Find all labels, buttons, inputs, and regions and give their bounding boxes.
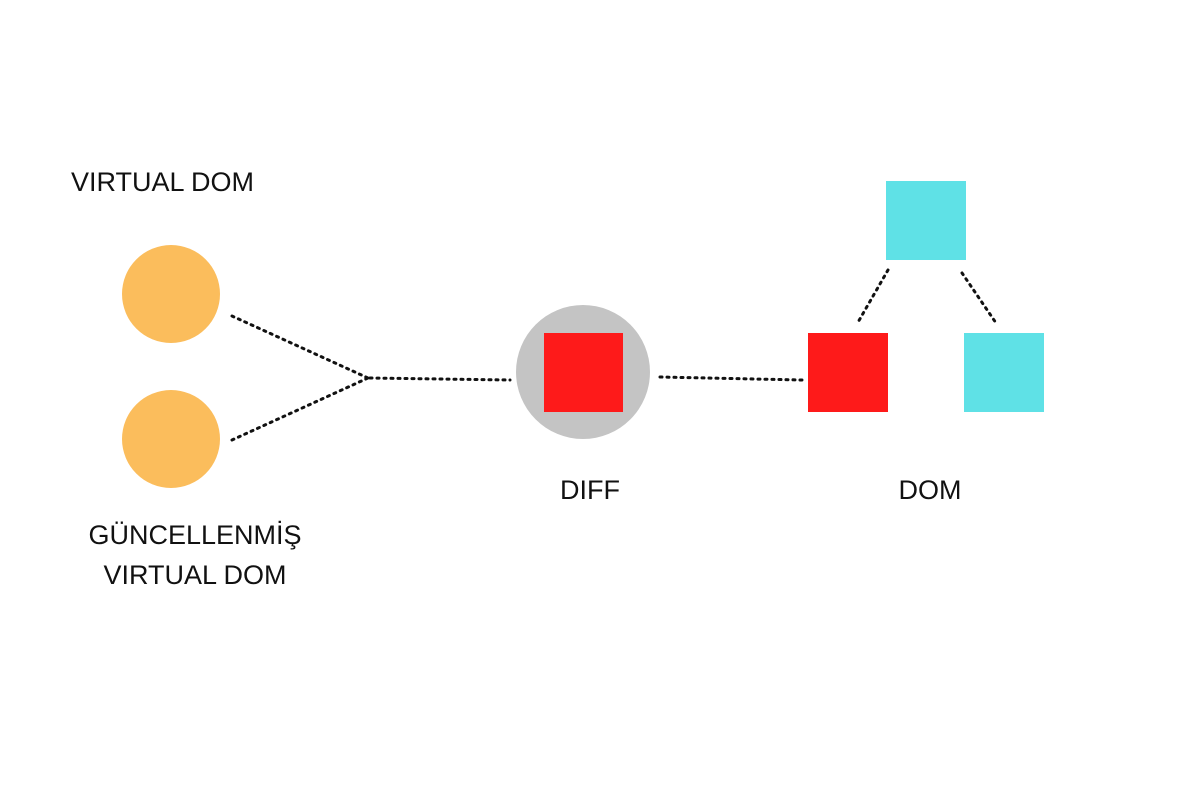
connectors bbox=[230, 268, 998, 442]
dom-changed-node bbox=[808, 333, 888, 412]
updated-virtual-dom-label-line2: VIRTUAL DOM bbox=[103, 560, 287, 590]
dom-label: DOM bbox=[898, 475, 962, 505]
dom-unchanged-node bbox=[964, 333, 1044, 412]
connector-dom-root-to-left-child bbox=[855, 268, 890, 326]
connector-merge-to-diff bbox=[368, 376, 512, 382]
virtual-dom-node bbox=[122, 245, 220, 343]
connector-virtual-dom-to-merge bbox=[230, 314, 370, 380]
dom-root-node bbox=[886, 181, 966, 260]
updated-virtual-dom-label-line1: GÜNCELLENMİŞ bbox=[88, 520, 302, 550]
diff-changed-node bbox=[544, 333, 623, 412]
connector-updated-virtual-dom-to-merge bbox=[230, 376, 370, 442]
connector-dom-root-to-right-child bbox=[960, 271, 998, 325]
diff-label: DIFF bbox=[560, 475, 620, 505]
updated-virtual-dom-node bbox=[122, 390, 220, 488]
virtual-dom-label: VIRTUAL DOM bbox=[71, 167, 255, 197]
updated-virtual-dom-label: GÜNCELLENMİŞ VIRTUAL DOM bbox=[80, 515, 310, 595]
connector-diff-to-dom bbox=[658, 375, 804, 382]
